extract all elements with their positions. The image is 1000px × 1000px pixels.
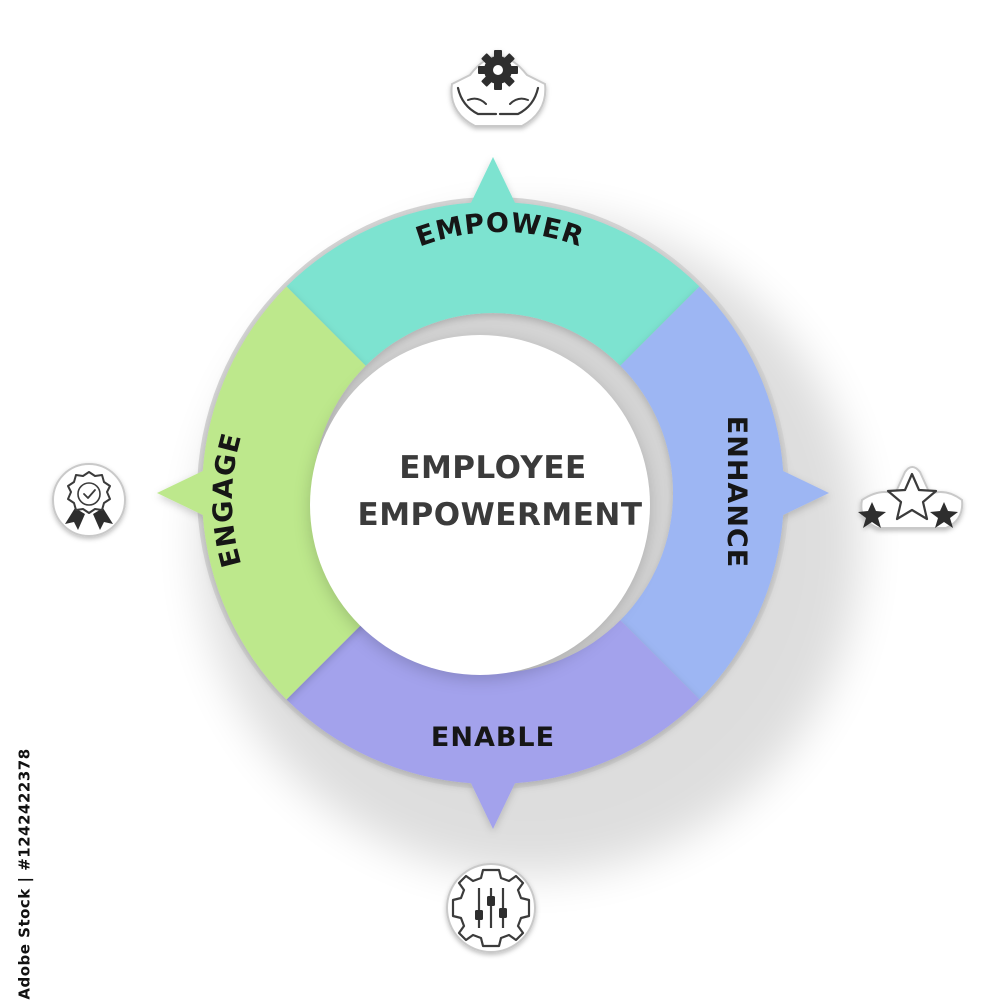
segment-enhance[interactable]: ENHANCE [620,286,829,700]
center-circle [310,335,650,675]
stock-id-text: Adobe Stock | #1242422378 [16,748,35,1000]
stock-id-watermark: Adobe Stock | #1242422378 [10,748,40,999]
star-center [886,472,938,521]
hand-holding-gear-icon [450,50,547,127]
award-badge-icon [52,463,126,537]
center-title-line1: EMPLOYEE [399,450,586,486]
segment-enable[interactable]: ENABLE [286,620,700,829]
star-left [858,502,886,528]
star-right [930,502,958,528]
three-stars-icon [858,466,964,529]
segment-label-enhance: ENHANCE [721,416,752,568]
segment-engage[interactable]: ENGAGE [157,286,366,700]
gear-with-sliders-icon [446,863,536,953]
segment-empower[interactable]: EMPOWER [286,157,700,366]
center-title-line2: EMPOWERMENT [358,497,643,533]
segment-label-enable: ENABLE [431,722,555,753]
